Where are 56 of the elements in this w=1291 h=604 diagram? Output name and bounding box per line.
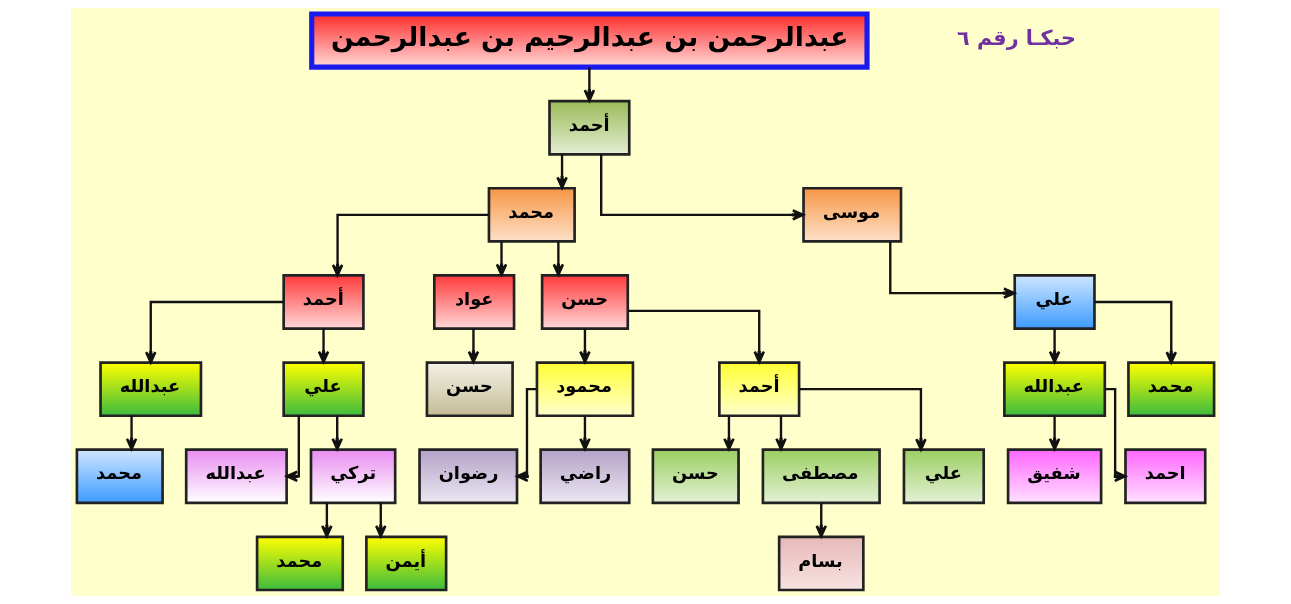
node-box: عواد: [433, 274, 516, 330]
arrow: [723, 415, 735, 451]
arrow: [495, 241, 508, 277]
node-box: عبدالله: [1003, 361, 1107, 418]
arrow: [317, 328, 330, 364]
node-box: راضي: [539, 448, 631, 505]
node-box: محمد: [255, 535, 345, 592]
arrow: [579, 328, 591, 364]
arrow: [374, 502, 387, 538]
node-box: عبدالله: [99, 361, 203, 418]
node-box: شفيق: [1006, 448, 1103, 505]
node-box: أحمد: [548, 99, 631, 156]
arrow: [579, 415, 591, 451]
node-box: أحمد: [282, 274, 365, 330]
arrow: [467, 328, 480, 364]
arrow: [552, 241, 565, 277]
node-box: احمد: [1124, 448, 1207, 505]
node-box: مصطفى: [761, 448, 881, 505]
node-box: أحمد: [718, 361, 801, 418]
node-box: عبدالله: [184, 448, 288, 505]
node-box: رضوان: [418, 448, 519, 505]
node-box: موسى: [802, 186, 903, 243]
arrow: [321, 502, 333, 538]
node-box: حسن: [425, 361, 514, 418]
node-box: محمود: [535, 361, 635, 418]
arrow: [1048, 328, 1061, 364]
node-box: تركي: [309, 448, 397, 505]
arrow: [516, 387, 537, 483]
node-box: عبدالرحمن بن عبدالرحيم بن عبدالرحمن: [309, 11, 870, 70]
arrow: [285, 415, 300, 483]
arrow: [628, 309, 766, 364]
arrow: [799, 387, 927, 451]
arrow: [583, 67, 596, 102]
node-box: محمد: [75, 448, 164, 505]
arrow: [889, 241, 1016, 299]
arrow: [556, 154, 568, 189]
node-box: حسن: [651, 448, 740, 505]
arrow: [125, 415, 138, 451]
node-box: أيمن: [365, 535, 448, 592]
arrow: [600, 154, 805, 221]
node-box: بسام: [777, 535, 865, 592]
arrow: [1105, 387, 1127, 483]
arrow: [331, 213, 489, 277]
node-box: علي: [1013, 274, 1096, 330]
node-box: محمد: [1127, 361, 1216, 418]
node-box: علي: [282, 361, 365, 418]
node-box: علي: [902, 448, 986, 505]
arrow: [144, 300, 284, 364]
arrow: [775, 415, 787, 451]
node-box: محمد: [487, 186, 576, 243]
node-box: حسن: [540, 274, 630, 330]
arrow: [331, 415, 344, 451]
arrow: [1048, 415, 1061, 451]
arrow: [815, 502, 828, 538]
arrow: [1094, 300, 1178, 364]
label: حبكـا رقم ٦: [957, 25, 1076, 50]
